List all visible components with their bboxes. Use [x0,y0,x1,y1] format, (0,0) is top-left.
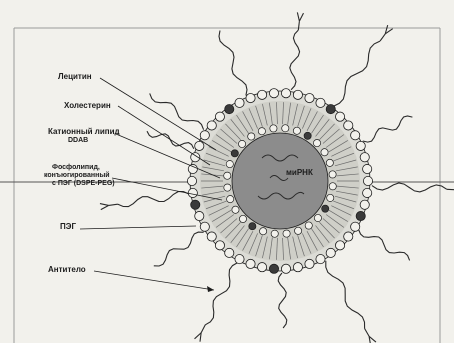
lipid-head-inner [314,214,321,221]
lipid-head-outer [257,90,266,99]
lipid-head-inner [238,140,245,147]
lipid-head-inner [322,205,329,212]
lipid-head-outer [195,141,204,150]
label-cationic-lipid: Катионный липид [48,127,120,136]
lipid-head-outer [191,200,200,209]
lipid-head-outer [351,222,360,231]
lipid-head-inner [321,149,328,156]
lipid-head-outer [269,89,278,98]
label-sirna-core: миРНК [286,168,313,177]
lipid-bilayer [187,89,372,274]
aqueous-core [232,133,328,229]
lipid-head-outer [188,164,197,173]
lipid-head-inner [304,132,311,139]
lipid-head-outer [305,259,314,268]
lipid-head-outer [335,112,344,121]
lipid-head-outer [200,131,209,140]
lipid-head-outer [356,211,365,220]
lipid-head-outer [335,241,344,250]
label-pegylated-phospholipid: Фосфолипид, [52,164,100,172]
lipid-head-inner [248,133,255,140]
lipid-head-outer [207,121,216,130]
lipid-head-outer [344,232,353,241]
lipid-head-outer [215,241,224,250]
lipid-head-inner [282,125,289,132]
lipid-head-outer [360,153,369,162]
lipid-head-inner [260,228,267,235]
lipid-head-inner [258,128,265,135]
lipid-head-outer [316,255,325,264]
lipid-head-outer [257,263,266,272]
lipid-head-inner [227,196,234,203]
lipid-head-outer [235,98,244,107]
lipid-head-inner [313,139,320,146]
label-pegylated-dspe: с ПЭГ (DSPE-PEG) [52,180,115,188]
label-cholesterol: Холестерин [64,101,111,110]
label-peg: ПЭГ [60,222,76,231]
lipid-head-inner [271,230,278,237]
label-cationic-lipid-ddab: DDAB [68,137,88,145]
lipid-head-outer [246,259,255,268]
lipid-head-outer [351,131,360,140]
lipid-head-inner [283,230,290,237]
lipid-head-outer [363,176,372,185]
lipid-head-outer [305,93,314,102]
lipid-head-inner [295,227,302,234]
lipid-head-inner [293,127,300,134]
label-lecithin: Лецитин [58,72,92,81]
lipid-head-inner [327,194,334,201]
label-antibody: Антитело [48,265,86,274]
lipid-head-inner [224,172,231,179]
lipid-head-outer [363,188,372,197]
label-pegylated-conjugated: конъюгированный [44,172,110,180]
lipid-head-outer [207,232,216,241]
lipid-head-outer [293,263,302,272]
lipid-head-inner [329,171,336,178]
lipid-head-outer [281,264,290,273]
lipid-head-outer [246,93,255,102]
lipid-head-outer [200,222,209,231]
lipid-head-outer [195,211,204,220]
lipid-head-outer [360,200,369,209]
lipid-head-outer [188,188,197,197]
lipid-head-outer [269,264,278,273]
lipid-head-outer [225,248,234,257]
lipid-head-outer [326,248,335,257]
lipid-head-inner [249,223,256,230]
lipid-head-outer [356,141,365,150]
lipid-head-inner [270,125,277,132]
lipid-head-outer [281,89,290,98]
lipid-head-inner [231,150,238,157]
lipid-head-outer [293,90,302,99]
lipid-head-outer [344,121,353,130]
lipid-head-inner [329,183,336,190]
lipid-head-inner [226,161,233,168]
lipid-head-outer [235,255,244,264]
lipid-head-outer [225,105,234,114]
lipid-head-outer [363,164,372,173]
lipid-head-inner [232,206,239,213]
lipid-head-outer [215,112,224,121]
lipid-head-inner [326,159,333,166]
lipid-head-outer [316,98,325,107]
lipid-head-inner [224,184,231,191]
lipid-head-inner [305,222,312,229]
lipid-head-outer [187,176,196,185]
lipid-head-outer [326,105,335,114]
lipid-head-inner [239,215,246,222]
